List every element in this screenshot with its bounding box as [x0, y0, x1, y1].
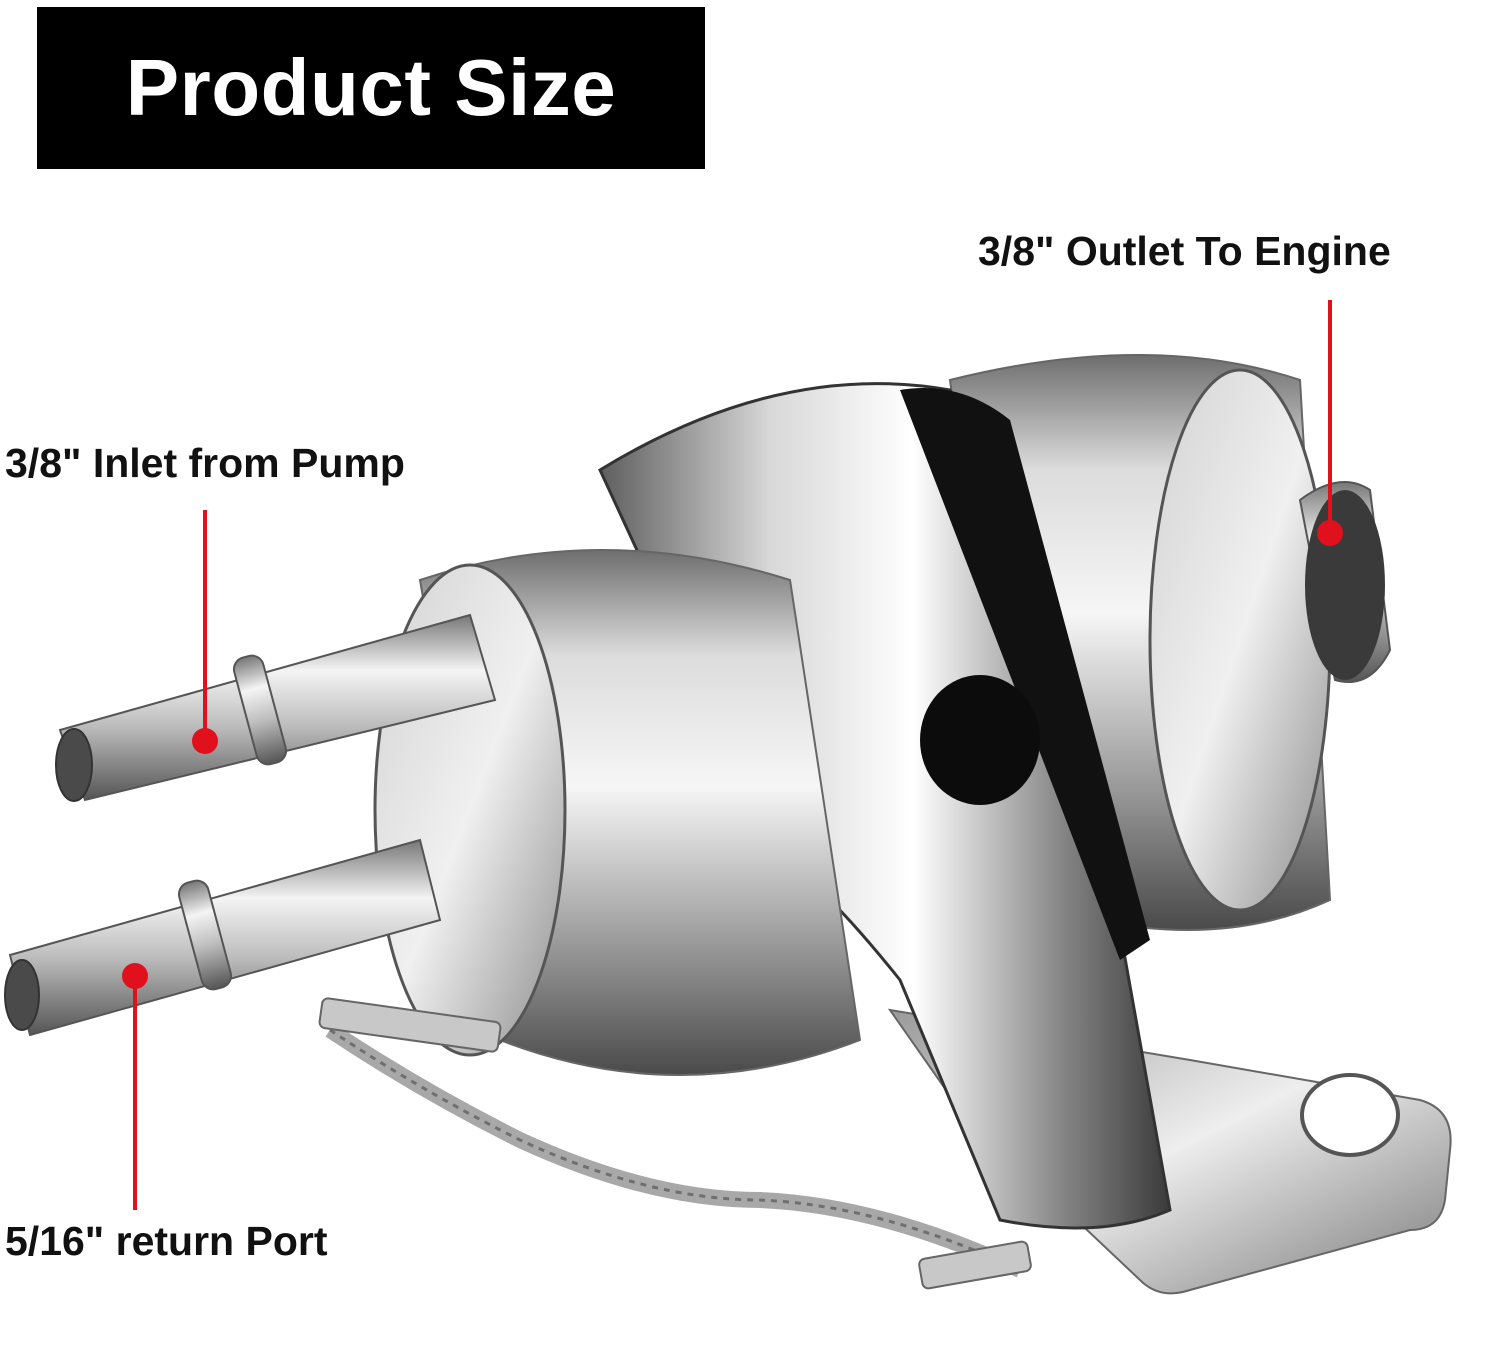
- title-banner: Product Size: [37, 7, 705, 169]
- outlet-marker: [1317, 300, 1343, 546]
- inlet-label: 3/8" Inlet from Pump: [5, 440, 405, 486]
- inlet-tube: [55, 613, 497, 802]
- return-port-label: 5/16" return Port: [5, 1218, 328, 1264]
- inlet-marker: [192, 510, 218, 754]
- outlet-label: 3/8" Outlet To Engine: [978, 228, 1391, 274]
- return-port-marker: [122, 963, 148, 1210]
- page-title: Product Size: [125, 43, 617, 132]
- ground-strap: [318, 997, 1032, 1290]
- return-tube: [4, 838, 442, 1037]
